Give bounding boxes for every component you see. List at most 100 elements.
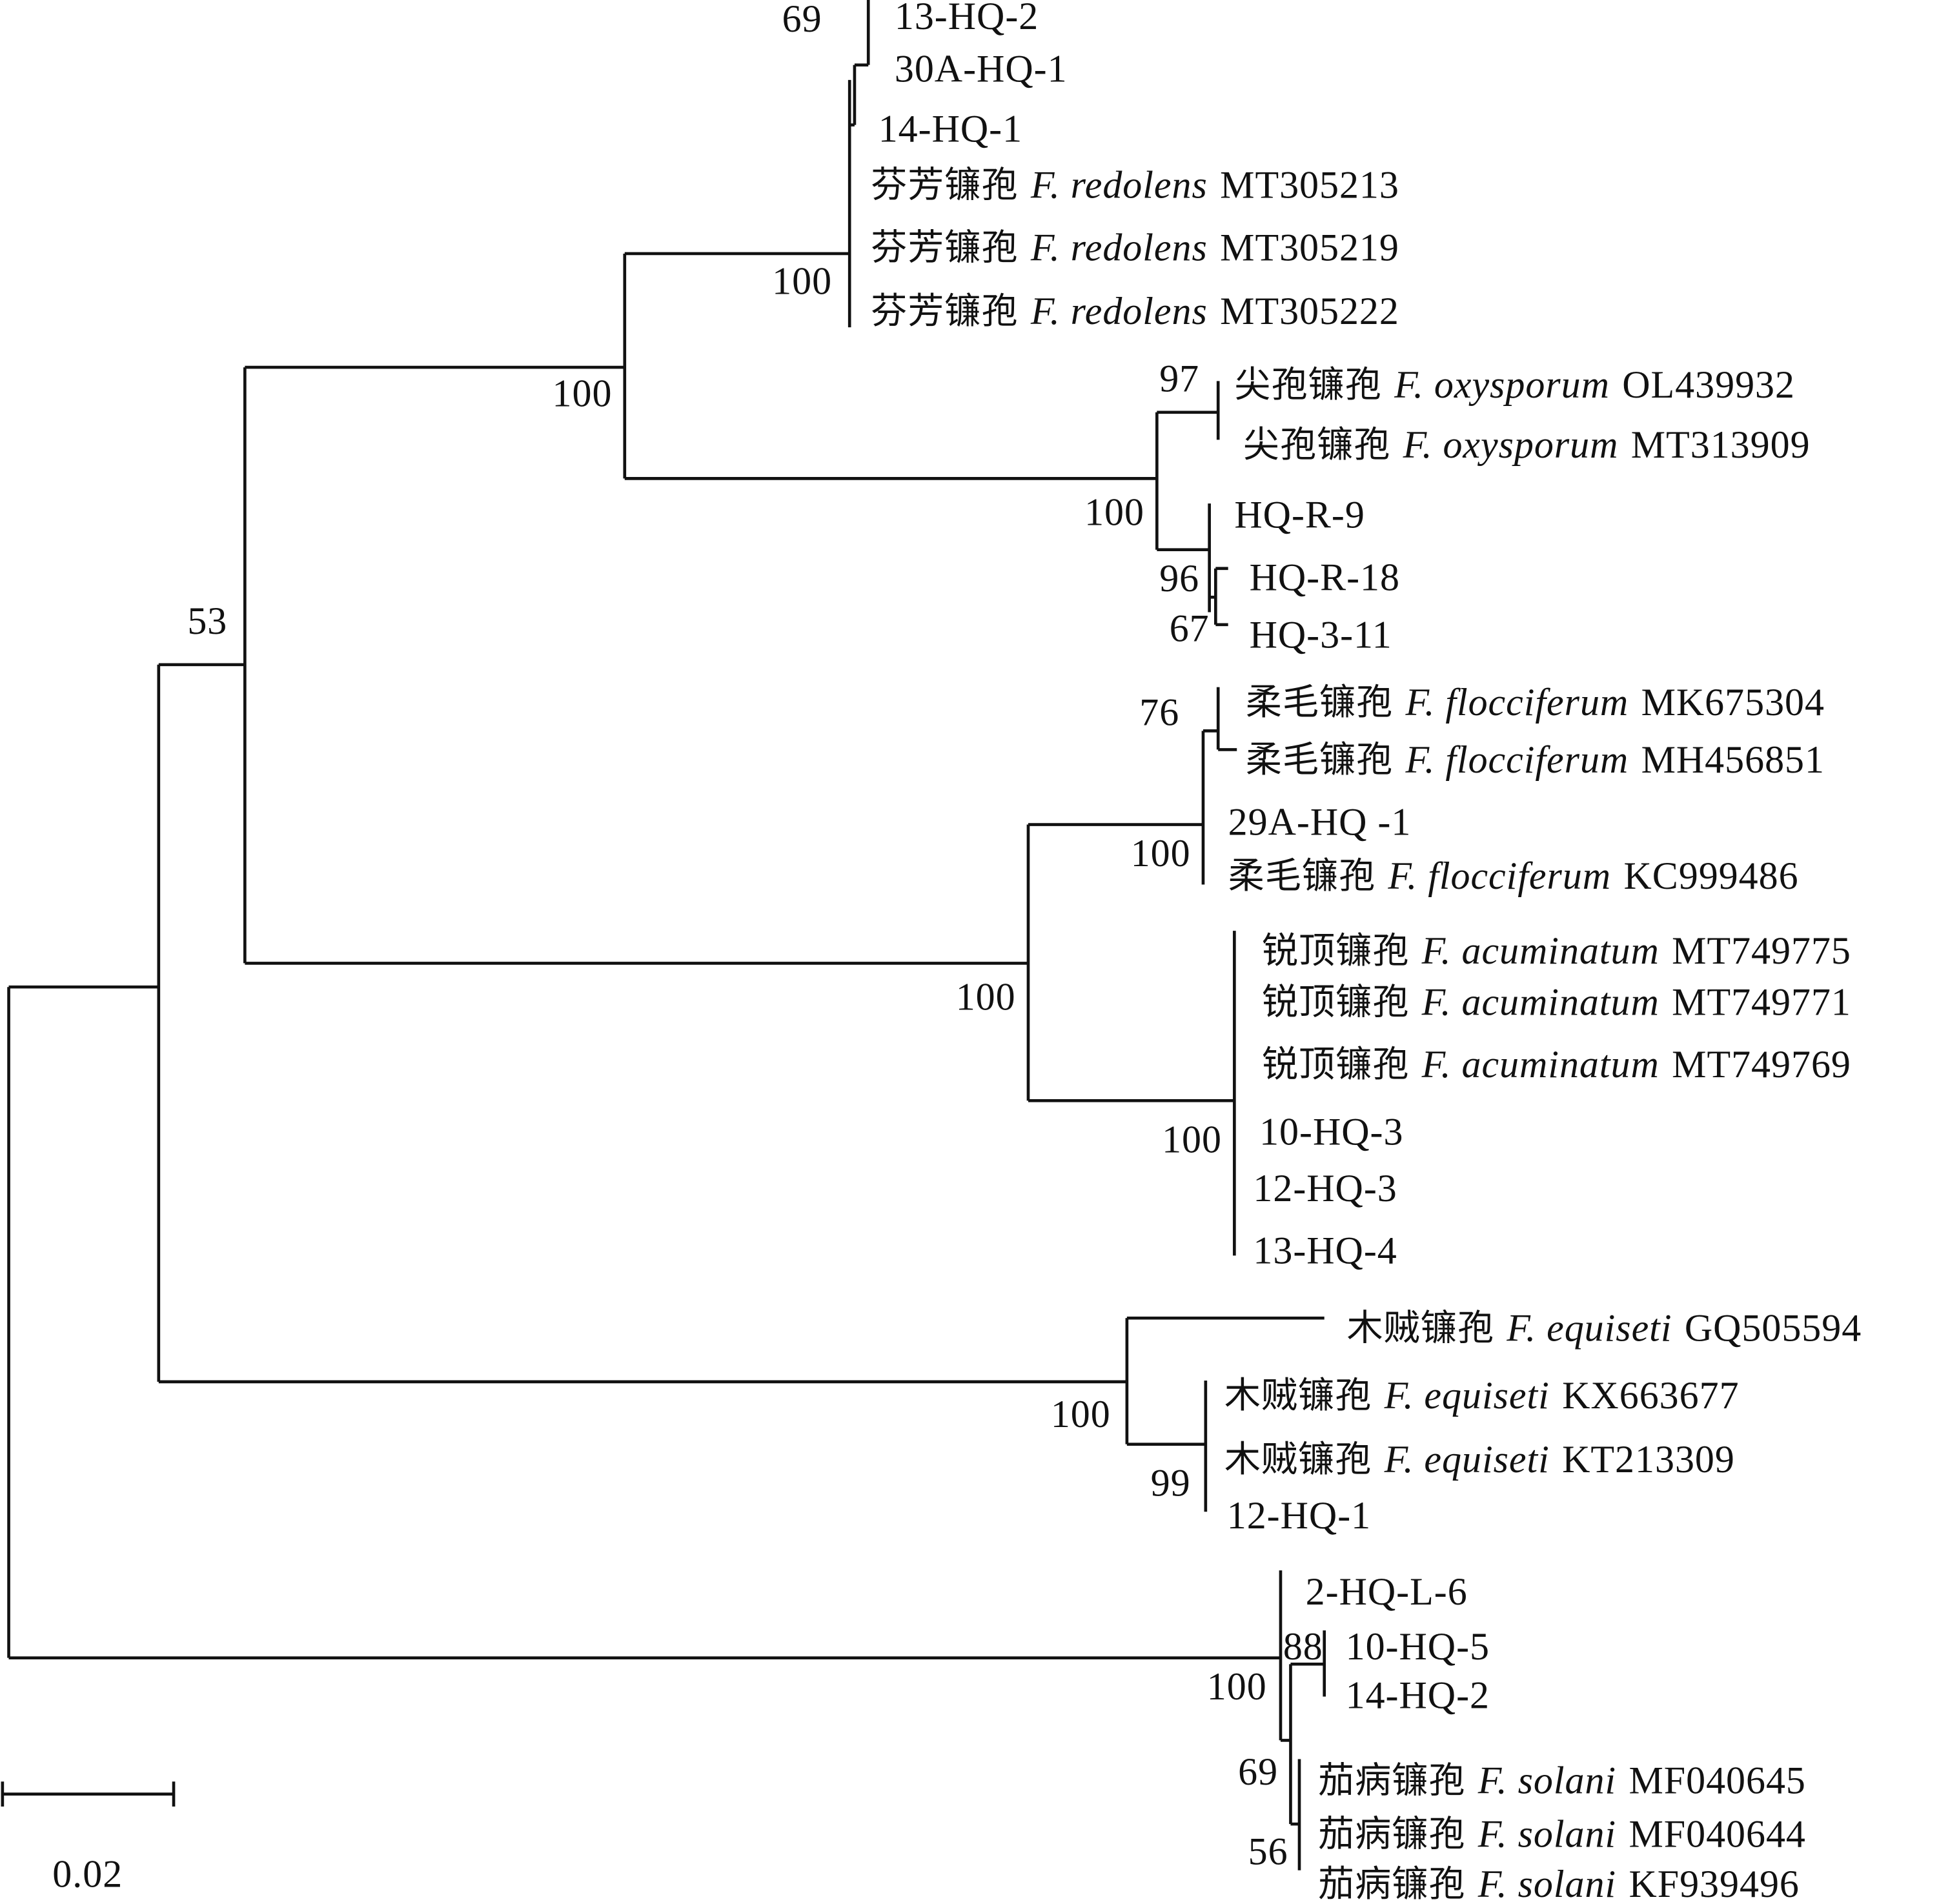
species-name: F. flocciferum	[1387, 855, 1611, 897]
bootstrap-value: 96	[1159, 557, 1199, 600]
bootstrap-values: 69 100 100 53 97 100 96 67 76 100 100 100 100 99 88 100…	[187, 0, 1323, 1873]
chinese-name: 尖孢镰孢	[1243, 424, 1390, 466]
taxon-label: 2-HQ-L-6	[1306, 1570, 1468, 1613]
bootstrap-value: 88	[1283, 1625, 1323, 1668]
species-name: F. acuminatum	[1421, 1043, 1660, 1086]
taxon-label: 13-HQ-4	[1253, 1230, 1397, 1272]
taxon-label: 芬芳镰孢 F. redolens MT305222	[871, 290, 1399, 332]
bootstrap-value: 69	[1238, 1750, 1278, 1793]
accession-number: MT749775	[1672, 929, 1851, 972]
species-name: F. oxysporum	[1403, 423, 1619, 466]
bootstrap-value: 56	[1248, 1830, 1288, 1873]
species-name: F. redolens	[1030, 290, 1208, 332]
species-name: F. solani	[1477, 1863, 1616, 1904]
chinese-name: 茄病镰孢	[1318, 1759, 1465, 1801]
taxon-label: 12-HQ-3	[1253, 1167, 1397, 1210]
species-name: F. oxysporum	[1394, 363, 1610, 406]
bootstrap-value: 100	[956, 976, 1016, 1018]
accession-number: KX663677	[1562, 1374, 1739, 1417]
accession-number: MT749769	[1672, 1043, 1851, 1086]
taxon-label: 木贼镰孢 F. equiseti KX663677	[1224, 1374, 1740, 1417]
bootstrap-value: 100	[1207, 1665, 1267, 1708]
species-name: F. redolens	[1030, 226, 1208, 268]
chinese-name: 木贼镰孢	[1224, 1438, 1372, 1480]
accession-number: MT305222	[1220, 290, 1399, 332]
species-name: F. equiseti	[1506, 1307, 1672, 1350]
taxon-label: HQ-3-11	[1250, 613, 1392, 656]
accession-number: KF939496	[1629, 1863, 1799, 1904]
species-name: F. acuminatum	[1421, 929, 1660, 972]
chinese-name: 茄病镰孢	[1318, 1863, 1465, 1904]
bootstrap-value: 100	[1084, 491, 1144, 534]
species-name: F. equiseti	[1384, 1374, 1550, 1417]
taxon-label: 茄病镰孢 F. solani MF040645	[1318, 1759, 1806, 1801]
bootstrap-value: 99	[1151, 1462, 1191, 1504]
accession-number: MT749771	[1672, 980, 1851, 1023]
bootstrap-value: 100	[1051, 1393, 1111, 1435]
bootstrap-value: 100	[772, 260, 832, 303]
species-name: F. redolens	[1030, 163, 1208, 206]
chinese-name: 柔毛镰孢	[1246, 738, 1393, 780]
bootstrap-value: 100	[553, 372, 613, 415]
accession-number: OL439932	[1622, 363, 1795, 406]
accession-number: MF040644	[1629, 1813, 1805, 1856]
taxon-label: 尖孢镰孢 F. oxysporum OL439932	[1234, 363, 1795, 406]
taxon-label: 柔毛镰孢 F. flocciferum KC999486	[1228, 855, 1799, 897]
accession-number: KC999486	[1623, 855, 1798, 897]
taxon-label: 柔毛镰孢 F. flocciferum MH456851	[1246, 738, 1825, 781]
bootstrap-value: 76	[1139, 691, 1179, 733]
chinese-name: 芬芳镰孢	[871, 164, 1018, 206]
accession-number: MK675304	[1641, 681, 1825, 724]
taxon-label: 29A-HQ -1	[1228, 801, 1412, 844]
taxon-label: 13-HQ-2	[895, 0, 1039, 37]
taxon-label: 尖孢镰孢 F. oxysporum MT313909	[1243, 423, 1811, 466]
species-name: F. solani	[1477, 1813, 1616, 1856]
accession-number: MT305219	[1220, 226, 1399, 268]
chinese-name: 锐顶镰孢	[1262, 1044, 1409, 1086]
chinese-name: 柔毛镰孢	[1228, 855, 1375, 896]
chinese-name: 木贼镰孢	[1347, 1307, 1494, 1349]
accession-number: MT313909	[1631, 423, 1811, 466]
species-name: F. acuminatum	[1421, 980, 1660, 1023]
chinese-name: 锐顶镰孢	[1262, 930, 1409, 972]
taxon-label: 10-HQ-3	[1259, 1111, 1403, 1153]
taxon-label: 10-HQ-5	[1346, 1625, 1490, 1668]
species-name: F. solani	[1477, 1759, 1616, 1801]
bootstrap-value: 100	[1162, 1118, 1222, 1160]
bootstrap-value: 69	[782, 0, 822, 40]
bootstrap-value: 97	[1159, 358, 1199, 400]
bootstrap-value: 67	[1170, 607, 1210, 650]
accession-number: MH456851	[1641, 738, 1825, 781]
chinese-name: 尖孢镰孢	[1234, 364, 1381, 406]
species-name: F. equiseti	[1384, 1438, 1550, 1481]
bootstrap-value: 100	[1131, 832, 1191, 875]
bootstrap-value: 53	[187, 600, 227, 642]
accession-number: MF040645	[1629, 1759, 1805, 1801]
scale-bar-label: 0.02	[52, 1853, 123, 1896]
species-name: F. flocciferum	[1405, 681, 1629, 724]
taxon-label: 锐顶镰孢 F. acuminatum MT749771	[1262, 980, 1851, 1023]
accession-number: KT213309	[1562, 1438, 1735, 1481]
tree-branches	[7, 0, 1326, 1870]
chinese-name: 木贼镰孢	[1224, 1375, 1372, 1417]
scale-bar: 0.02	[1, 1781, 176, 1896]
taxon-label: 锐顶镰孢 F. acuminatum MT749769	[1262, 1043, 1851, 1086]
accession-number: GQ505594	[1685, 1307, 1862, 1350]
taxon-label: 茄病镰孢 F. solani KF939496	[1318, 1863, 1800, 1904]
taxon-label: 14-HQ-2	[1346, 1674, 1490, 1717]
taxon-label: HQ-R-9	[1234, 494, 1365, 536]
taxon-label: 木贼镰孢 F. equiseti KT213309	[1224, 1438, 1735, 1481]
taxon-label: 木贼镰孢 F. equiseti GQ505594	[1347, 1307, 1862, 1350]
chinese-name: 锐顶镰孢	[1262, 981, 1409, 1023]
taxon-label: 30A-HQ-1	[895, 47, 1068, 90]
species-name: F. flocciferum	[1405, 738, 1629, 781]
chinese-name: 芬芳镰孢	[871, 290, 1018, 332]
taxon-label: 14-HQ-1	[878, 107, 1022, 150]
taxon-label: 锐顶镰孢 F. acuminatum MT749775	[1262, 929, 1851, 972]
